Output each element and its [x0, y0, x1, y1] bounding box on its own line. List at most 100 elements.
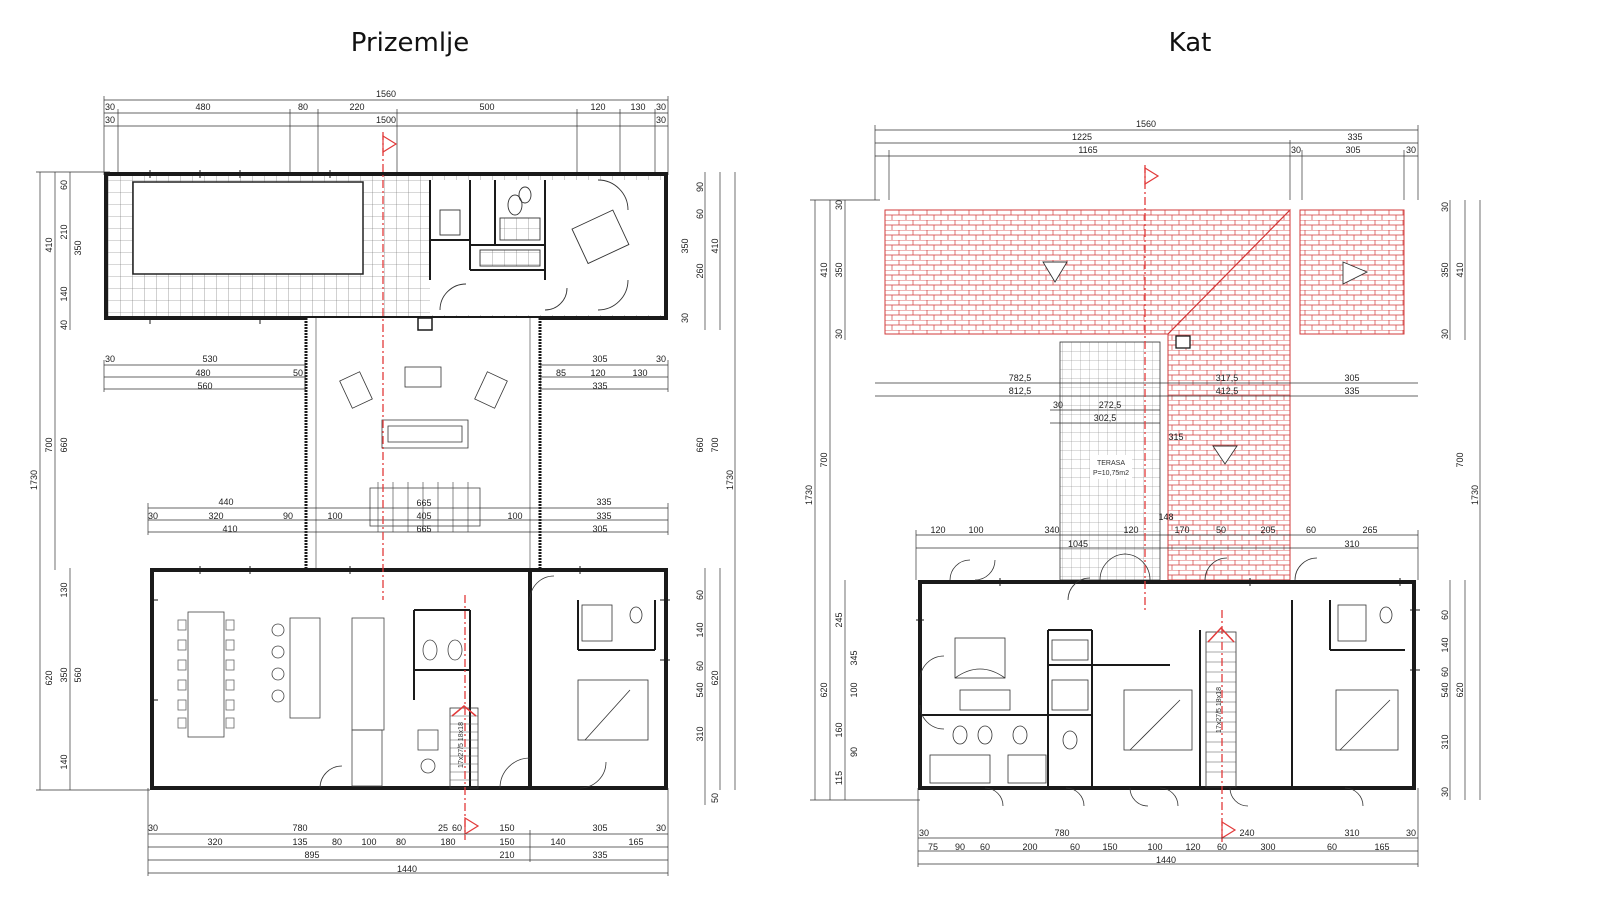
dim-label: 60	[695, 590, 705, 600]
dim-label: 320	[208, 511, 223, 521]
dim-label: 272,5	[1099, 400, 1122, 410]
dim-label: 90	[955, 842, 965, 852]
dim-label: 30	[1291, 145, 1301, 155]
dim-label: 310	[1344, 539, 1359, 549]
ground-floor-title: Prizemlje	[350, 28, 470, 58]
dim-label: 90	[695, 182, 705, 192]
dim-label: 30	[1440, 787, 1450, 797]
upper-floor-plan: 1560 1225 335 1165 30 305 30 30 410 350 …	[804, 119, 1481, 867]
dim-label: 60	[59, 180, 69, 190]
dim-label: 60	[1217, 842, 1227, 852]
dim-label: 1165	[1078, 145, 1097, 155]
dim-label: 80	[332, 837, 342, 847]
dim-label: 700	[819, 452, 829, 467]
dim-label: 260	[695, 263, 705, 278]
dim-label: 50	[710, 793, 720, 803]
dim-label: 1730	[804, 485, 814, 505]
top-wing-inner	[429, 180, 546, 280]
dim-label: 1225	[1072, 132, 1092, 142]
dim-label: 780	[292, 823, 307, 833]
dim-label: 140	[695, 622, 705, 637]
dim-label: 350	[1440, 262, 1450, 277]
dim-label: 340	[1044, 525, 1059, 535]
dim-label: 120	[930, 525, 945, 535]
dim-label: 75	[928, 842, 938, 852]
dim-label: 60	[1306, 525, 1316, 535]
dim-label: 530	[202, 354, 217, 364]
floor-section-line	[1144, 165, 1237, 845]
dim-label: 240	[1239, 828, 1254, 838]
floor-left-dimensions	[810, 199, 920, 801]
section-line-a	[382, 132, 398, 600]
dim-label: 350	[834, 262, 844, 277]
dim-label: 30	[834, 329, 844, 339]
dim-label: 335	[1344, 386, 1359, 396]
dim-label: 412,5	[1216, 386, 1239, 396]
ground-right-dimensions	[704, 172, 736, 805]
ground-mid-dimensions	[147, 503, 669, 535]
dim-label: 480	[195, 368, 210, 378]
dim-label: 140	[59, 286, 69, 301]
dim-label: 620	[819, 682, 829, 697]
dim-label: 620	[1455, 682, 1465, 697]
dim-label: 220	[349, 102, 364, 112]
dim-label: 350	[59, 667, 69, 682]
terrace-label: TERASA	[1097, 460, 1125, 467]
dim-label: 310	[695, 726, 705, 741]
dim-label: 300	[1260, 842, 1275, 852]
dim-label: 140	[1440, 637, 1450, 652]
top-right-room	[439, 179, 630, 311]
dim-label: 30	[919, 828, 929, 838]
dim-label: 50	[293, 368, 303, 378]
dim-label: 100	[361, 837, 376, 847]
dim-label: 150	[499, 837, 514, 847]
dim-label: 560	[73, 667, 83, 682]
dim-label: 1730	[29, 470, 39, 490]
dim-label: 30	[105, 102, 115, 112]
dim-label: 100	[849, 682, 859, 697]
dim-label: 30	[656, 823, 666, 833]
dim-label: 165	[628, 837, 643, 847]
dim-label: 305	[1344, 373, 1359, 383]
dim-label: 700	[44, 437, 54, 452]
dim-label: 620	[44, 670, 54, 685]
dim-label: 335	[596, 497, 611, 507]
ground-stairs: 17x27/5 18x18	[449, 705, 479, 789]
dim-label: 120	[590, 102, 605, 112]
dim-label: 160	[834, 722, 844, 737]
dim-label: 410	[44, 237, 54, 252]
dim-label: 1560	[376, 89, 396, 99]
dim-label: 60	[695, 661, 705, 671]
dim-label: 30	[1053, 400, 1063, 410]
dim-label: 40	[59, 320, 69, 330]
ground-left-dimensions	[36, 171, 150, 791]
dim-label: 205	[1260, 525, 1275, 535]
dim-label: 30	[148, 823, 158, 833]
dim-label: 60	[452, 823, 462, 833]
dim-label: 25	[438, 823, 448, 833]
dim-label: 700	[1455, 452, 1465, 467]
dim-label: 180	[440, 837, 455, 847]
dim-label: 410	[710, 238, 720, 253]
dim-label: 345	[849, 650, 859, 665]
dim-label: 265	[1362, 525, 1377, 535]
dim-label: 30	[105, 354, 115, 364]
dim-label: 30	[656, 115, 666, 125]
dim-label: 90	[283, 511, 293, 521]
dim-label: 120	[1185, 842, 1200, 852]
dim-label: 100	[968, 525, 983, 535]
dim-label: 335	[592, 850, 607, 860]
dim-label: 165	[1374, 842, 1389, 852]
dim-label: 140	[59, 754, 69, 769]
dim-label: 100	[1147, 842, 1162, 852]
window-marks	[149, 170, 331, 324]
dim-label: 50	[1216, 525, 1226, 535]
kitchen-dining	[177, 611, 463, 787]
dim-label: 30	[656, 102, 666, 112]
dim-label: 30	[834, 200, 844, 210]
dim-label: 302,5	[1094, 413, 1117, 423]
dim-label: 150	[1102, 842, 1117, 852]
dim-label: 80	[298, 102, 308, 112]
terrace: TERASA P=10,75m2	[1059, 341, 1161, 581]
